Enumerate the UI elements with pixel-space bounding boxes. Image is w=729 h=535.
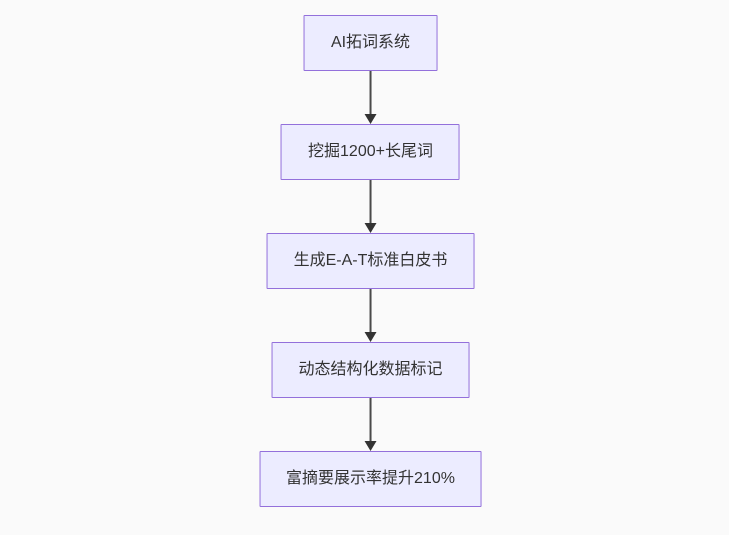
arrowhead-down-icon <box>364 441 377 451</box>
flow-node-1-label: AI拓词系统 <box>330 34 411 51</box>
flow-node-4: 动态结构化数据标记 <box>271 342 470 398</box>
flow-node-4-label: 动态结构化数据标记 <box>298 361 443 378</box>
flow-node-2: 挖掘1200+长尾词 <box>281 124 460 180</box>
flow-node-5: 富摘要展示率提升210% <box>259 451 482 507</box>
flow-node-3: 生成E-A-T标准白皮书 <box>266 233 475 289</box>
flow-arrow-4 <box>364 398 377 451</box>
flow-node-3-label: 生成E-A-T标准白皮书 <box>293 252 448 269</box>
arrowhead-down-icon <box>364 223 377 233</box>
arrow-line <box>369 71 372 115</box>
flow-node-1: AI拓词系统 <box>303 15 438 71</box>
flowchart-column: AI拓词系统 挖掘1200+长尾词 生成E-A-T标准白皮书 动态结构化数据标记 <box>259 0 482 507</box>
arrowhead-down-icon <box>364 114 377 124</box>
flow-arrow-3 <box>364 289 377 342</box>
flow-arrow-1 <box>364 71 377 124</box>
flow-arrow-2 <box>364 180 377 233</box>
flow-node-5-label: 富摘要展示率提升210% <box>286 470 455 487</box>
arrow-line <box>369 289 372 333</box>
arrow-line <box>369 398 372 442</box>
arrowhead-down-icon <box>364 332 377 342</box>
flow-node-2-label: 挖掘1200+长尾词 <box>308 143 433 160</box>
arrow-line <box>369 180 372 224</box>
